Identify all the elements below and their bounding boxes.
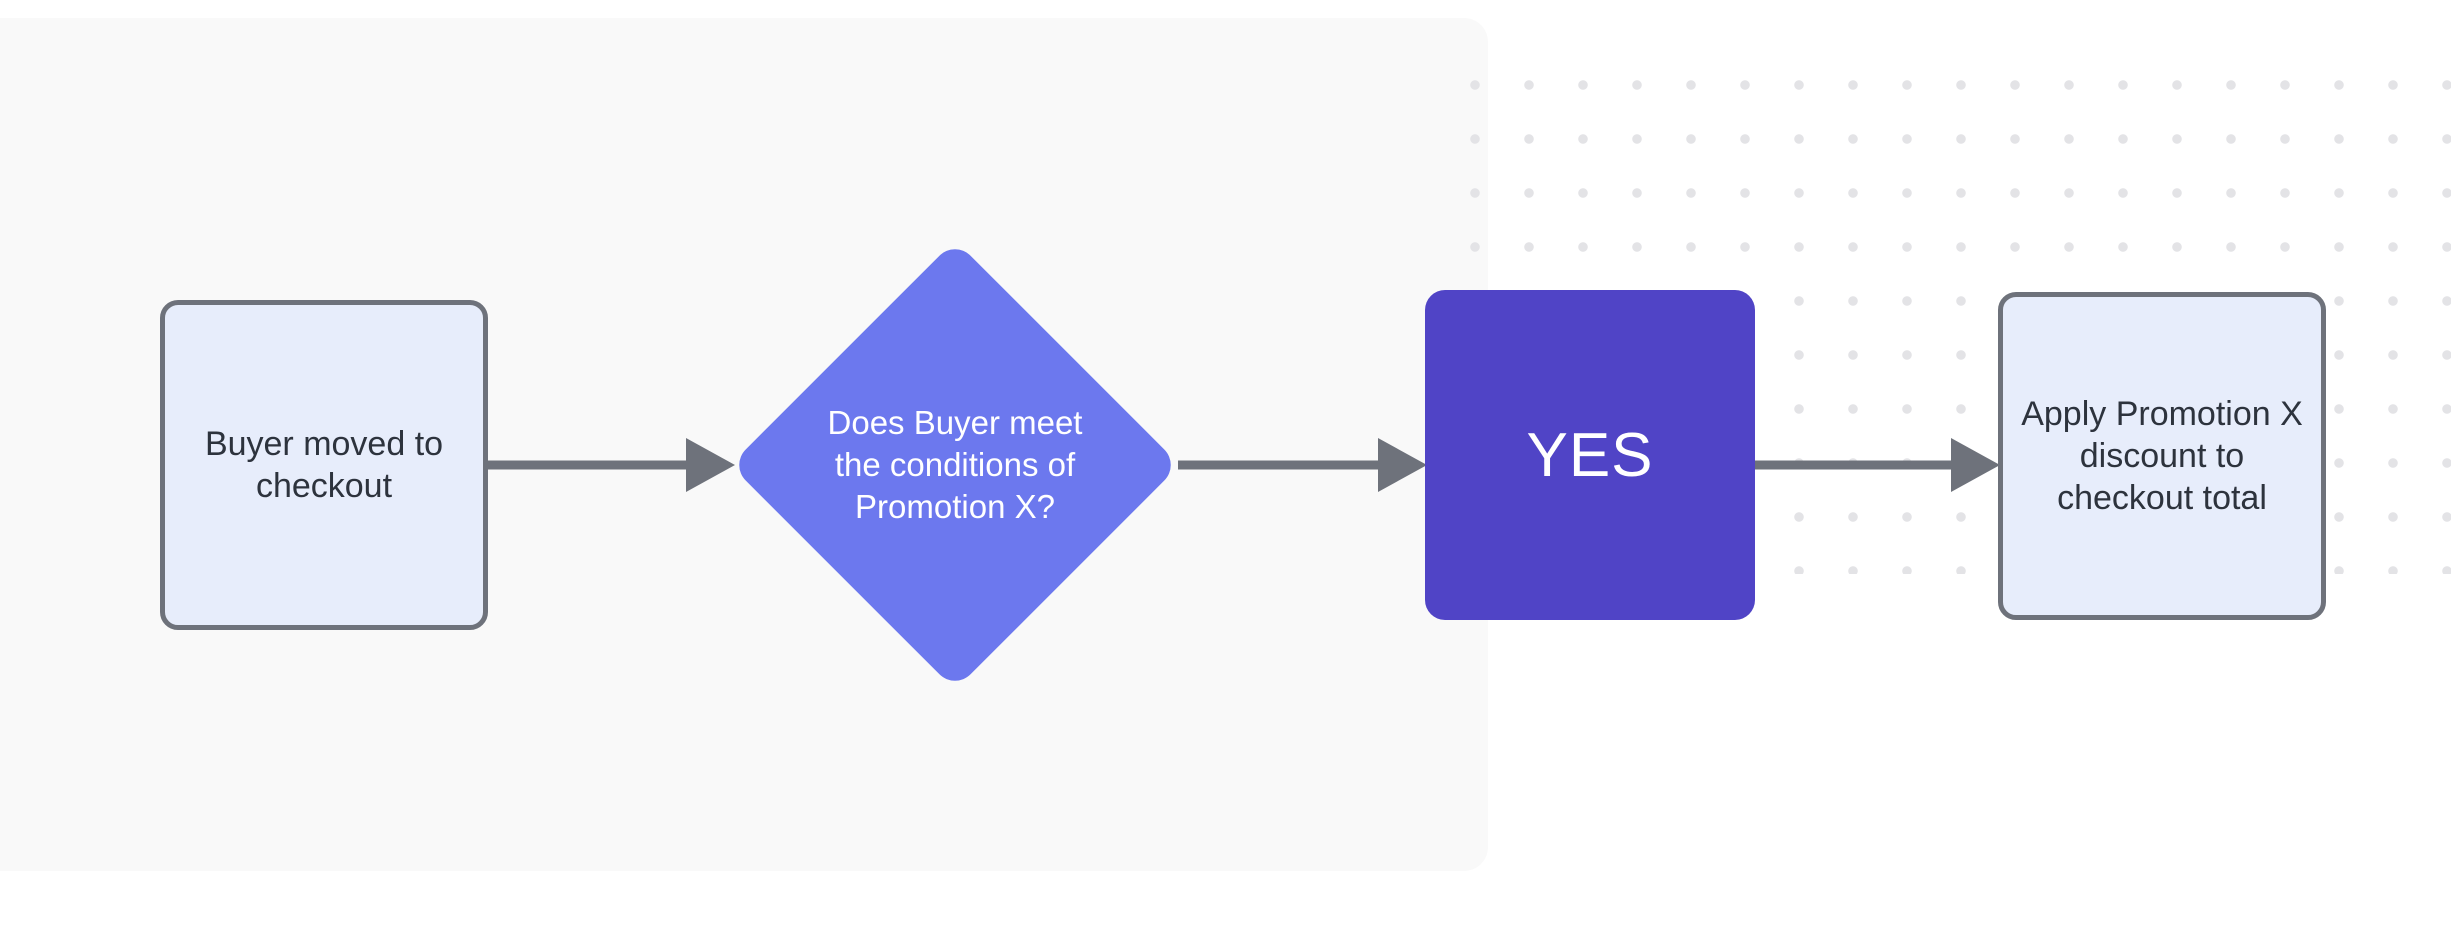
- action-node: Apply Promotion X discount to checkout t…: [1998, 292, 2326, 620]
- yes-node-label: YES: [1526, 420, 1654, 490]
- yes-node: YES: [1425, 290, 1755, 620]
- decision-node-label: Does Buyer meet the conditions of Promot…: [827, 404, 1083, 525]
- start-node-label: Buyer moved to checkout: [204, 425, 444, 505]
- arrow-yes-to-action: [1755, 438, 2000, 492]
- action-node-label: Apply Promotion X discount to checkout t…: [2021, 395, 2303, 517]
- arrow-start-to-decision: [488, 438, 735, 492]
- arrow-decision-to-yes: [1178, 438, 1427, 492]
- start-node: Buyer moved to checkout: [160, 300, 488, 630]
- decision-node: Does Buyer meet the conditions of Promot…: [730, 240, 1180, 690]
